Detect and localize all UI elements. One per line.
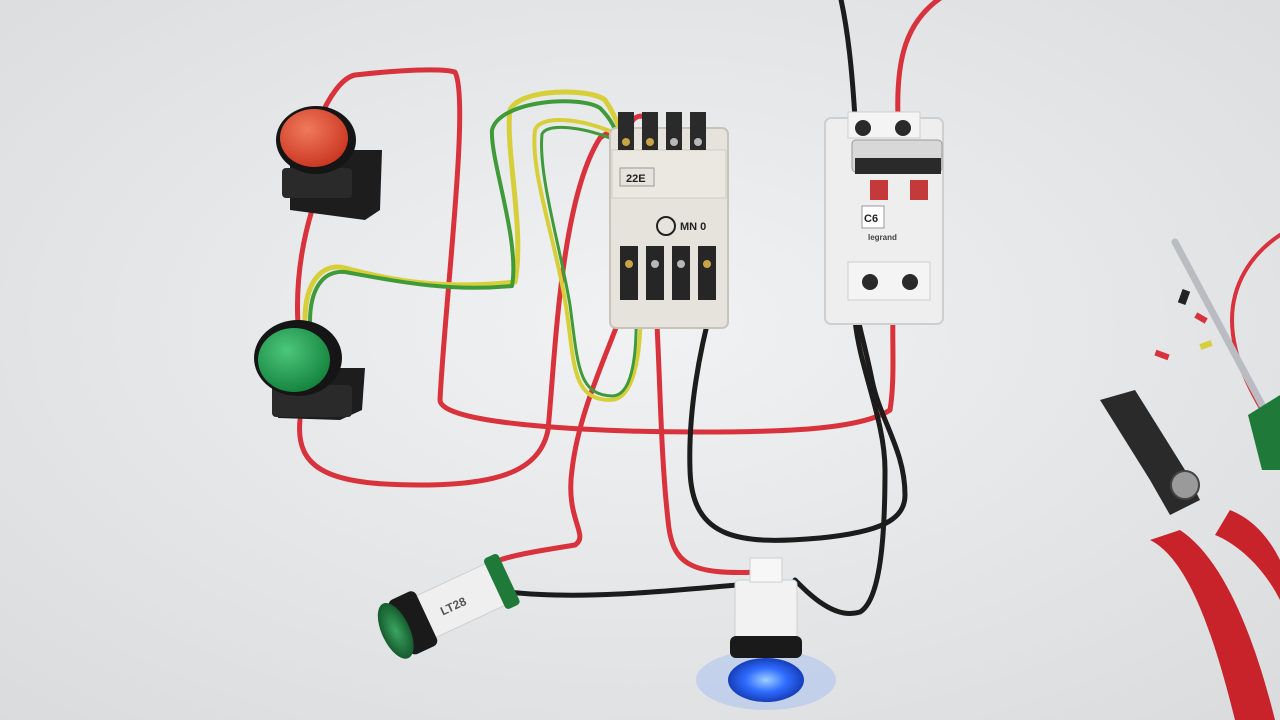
contactor: 22E MN 0 xyxy=(609,112,729,329)
green-wire-contactor-loop xyxy=(540,125,638,398)
start-push-button[interactable] xyxy=(254,320,365,420)
mcb-rating-plate xyxy=(861,205,885,229)
contactor-top-terminal xyxy=(642,112,658,150)
mcb-bottom-terminal xyxy=(862,274,878,290)
mcb-toggle-lever[interactable] xyxy=(855,158,941,174)
contactor-screw xyxy=(703,260,711,268)
contactor-screw xyxy=(622,138,630,146)
contactor-screw xyxy=(670,138,678,146)
blue-lamp-terminals xyxy=(749,557,783,583)
wire-scrap xyxy=(1199,340,1213,350)
black-wire-contactor-loop xyxy=(687,302,908,543)
red-wire-top-loop xyxy=(301,67,896,435)
contactor-screw xyxy=(694,138,702,146)
contactor-top-terminal xyxy=(618,112,634,150)
mcb-status-window xyxy=(910,180,928,200)
lt-logo-icon xyxy=(656,216,676,236)
black-wire-mcb-supply xyxy=(838,0,858,121)
contactor-bottom-terminal xyxy=(620,246,638,300)
wire-scrap xyxy=(1194,312,1208,324)
contactor-screw xyxy=(646,138,654,146)
black-wire-lamp-to-lamp xyxy=(505,579,773,598)
red-wire-mcb-supply xyxy=(895,0,943,121)
combination-pliers xyxy=(1100,390,1280,720)
wire-scrap xyxy=(1177,289,1191,305)
yellow-wire-start-to-contactor xyxy=(302,89,625,323)
contactor-screw xyxy=(677,260,685,268)
mcb-status-window xyxy=(870,180,888,200)
contactor-bottom-terminal xyxy=(672,246,690,300)
contactor-bottom-terminal xyxy=(646,246,664,300)
screwdriver xyxy=(1171,238,1280,470)
mcb-brand-label: legrand xyxy=(868,233,897,242)
contactor-model-label: MN 0 xyxy=(680,221,706,233)
blue-pilot-lamp xyxy=(696,557,836,710)
green-wire-start-to-contactor xyxy=(308,99,620,324)
mcb-bottom-terminal xyxy=(902,274,918,290)
mcb-top-terminal xyxy=(855,120,871,136)
yellow-wire-contactor-loop xyxy=(532,118,643,402)
contactor-screw xyxy=(651,260,659,268)
blue-lamp-lens xyxy=(728,658,804,702)
stop-button-cap xyxy=(280,109,348,167)
miniature-circuit-breaker: C6 legrand xyxy=(824,111,944,325)
red-wire-stop-to-start xyxy=(295,207,315,328)
green-lamp-lens xyxy=(377,603,414,659)
contactor-aux-label-plate xyxy=(619,167,655,187)
red-wire-start-bottom-loop xyxy=(297,127,631,488)
plier-pivot xyxy=(1170,470,1200,500)
start-button-cap xyxy=(258,328,330,392)
contactor-top-terminal xyxy=(690,112,706,150)
contactor-screw xyxy=(625,260,633,268)
green-pilot-lamp: LT28 xyxy=(377,553,520,659)
black-wire-mcb-to-lamp xyxy=(792,317,888,616)
red-wire-to-green-lamp xyxy=(492,282,633,565)
screwdriver-handle xyxy=(1248,395,1280,470)
stop-button-base xyxy=(282,168,352,198)
plier-handle xyxy=(1150,530,1275,720)
wire-scrap xyxy=(1154,349,1170,361)
blue-lamp-body xyxy=(734,579,798,643)
green-lamp-bezel xyxy=(388,591,438,655)
wire-scraps xyxy=(1154,289,1213,361)
contactor-top-terminal xyxy=(666,112,682,150)
screwdriver-shaft xyxy=(1171,238,1266,409)
wires xyxy=(295,0,1280,616)
mcb-top-terminal xyxy=(895,120,911,136)
contactor-aux-label: 22E xyxy=(626,173,646,185)
contactor-bottom-terminal xyxy=(698,246,716,300)
green-lamp-collar xyxy=(484,553,520,609)
plier-handle xyxy=(1215,510,1280,600)
stop-push-button[interactable] xyxy=(276,106,382,220)
mcb-rating-label: C6 xyxy=(864,213,878,225)
red-wire-to-blue-lamp xyxy=(652,287,763,575)
blue-lamp-bezel xyxy=(730,636,802,658)
